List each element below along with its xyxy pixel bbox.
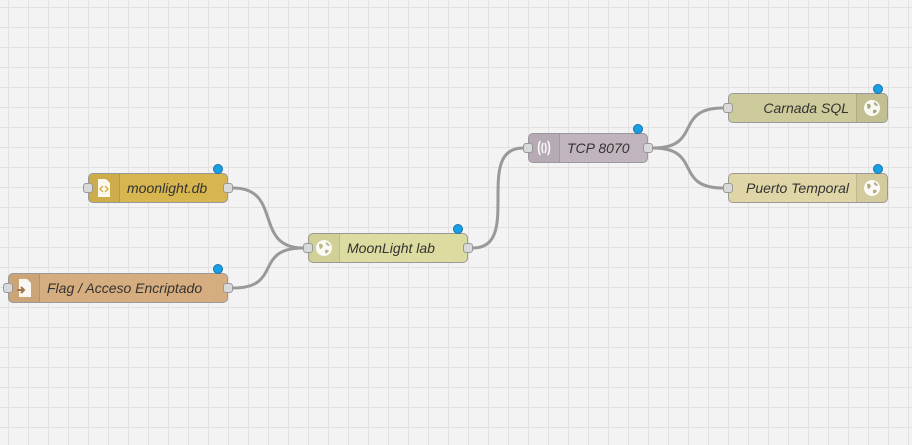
status-indicator	[873, 164, 883, 174]
input-port[interactable]	[723, 103, 733, 113]
status-indicator	[213, 264, 223, 274]
file-out-icon	[9, 274, 40, 302]
input-port[interactable]	[83, 183, 93, 193]
status-indicator	[453, 224, 463, 234]
status-indicator	[873, 84, 883, 94]
wire-tcp-to-puerto[interactable]	[652, 146, 724, 190]
wire-flag-to-moonlight-lab[interactable]	[232, 246, 304, 290]
status-indicator	[633, 124, 643, 134]
node-label: Flag / Acceso Encriptado	[47, 280, 203, 296]
globe-icon	[856, 174, 887, 202]
wire-tcp-to-carnada[interactable]	[652, 106, 724, 150]
node-flag-acceso[interactable]: Flag / Acceso Encriptado	[3, 264, 233, 303]
node-puerto-temporal[interactable]: Puerto Temporal	[723, 164, 888, 203]
node-label: Carnada SQL	[763, 100, 849, 116]
output-port[interactable]	[463, 243, 473, 253]
file-code-icon	[89, 174, 120, 202]
input-port[interactable]	[723, 183, 733, 193]
node-moonlight-db[interactable]: moonlight.db	[83, 164, 233, 203]
node-label: TCP 8070	[567, 140, 630, 156]
node-tcp-8070[interactable]: TCP 8070	[523, 124, 653, 163]
bridge-icon	[529, 134, 560, 162]
node-label: MoonLight lab	[347, 240, 435, 256]
globe-icon	[856, 94, 887, 122]
input-port[interactable]	[3, 283, 13, 293]
node-label: Puerto Temporal	[746, 180, 849, 196]
node-label: moonlight.db	[127, 180, 208, 196]
output-port[interactable]	[223, 283, 233, 293]
input-port[interactable]	[303, 243, 313, 253]
status-indicator	[213, 164, 223, 174]
globe-icon	[309, 234, 340, 262]
input-port[interactable]	[523, 143, 533, 153]
node-carnada-sql[interactable]: Carnada SQL	[723, 84, 888, 123]
output-port[interactable]	[643, 143, 653, 153]
node-moonlight-lab[interactable]: MoonLight lab	[303, 224, 473, 263]
output-port[interactable]	[223, 183, 233, 193]
wire-moonlight-db-to-moonlight-lab[interactable]	[232, 186, 304, 250]
wire-moonlight-lab-to-tcp[interactable]	[472, 146, 524, 250]
